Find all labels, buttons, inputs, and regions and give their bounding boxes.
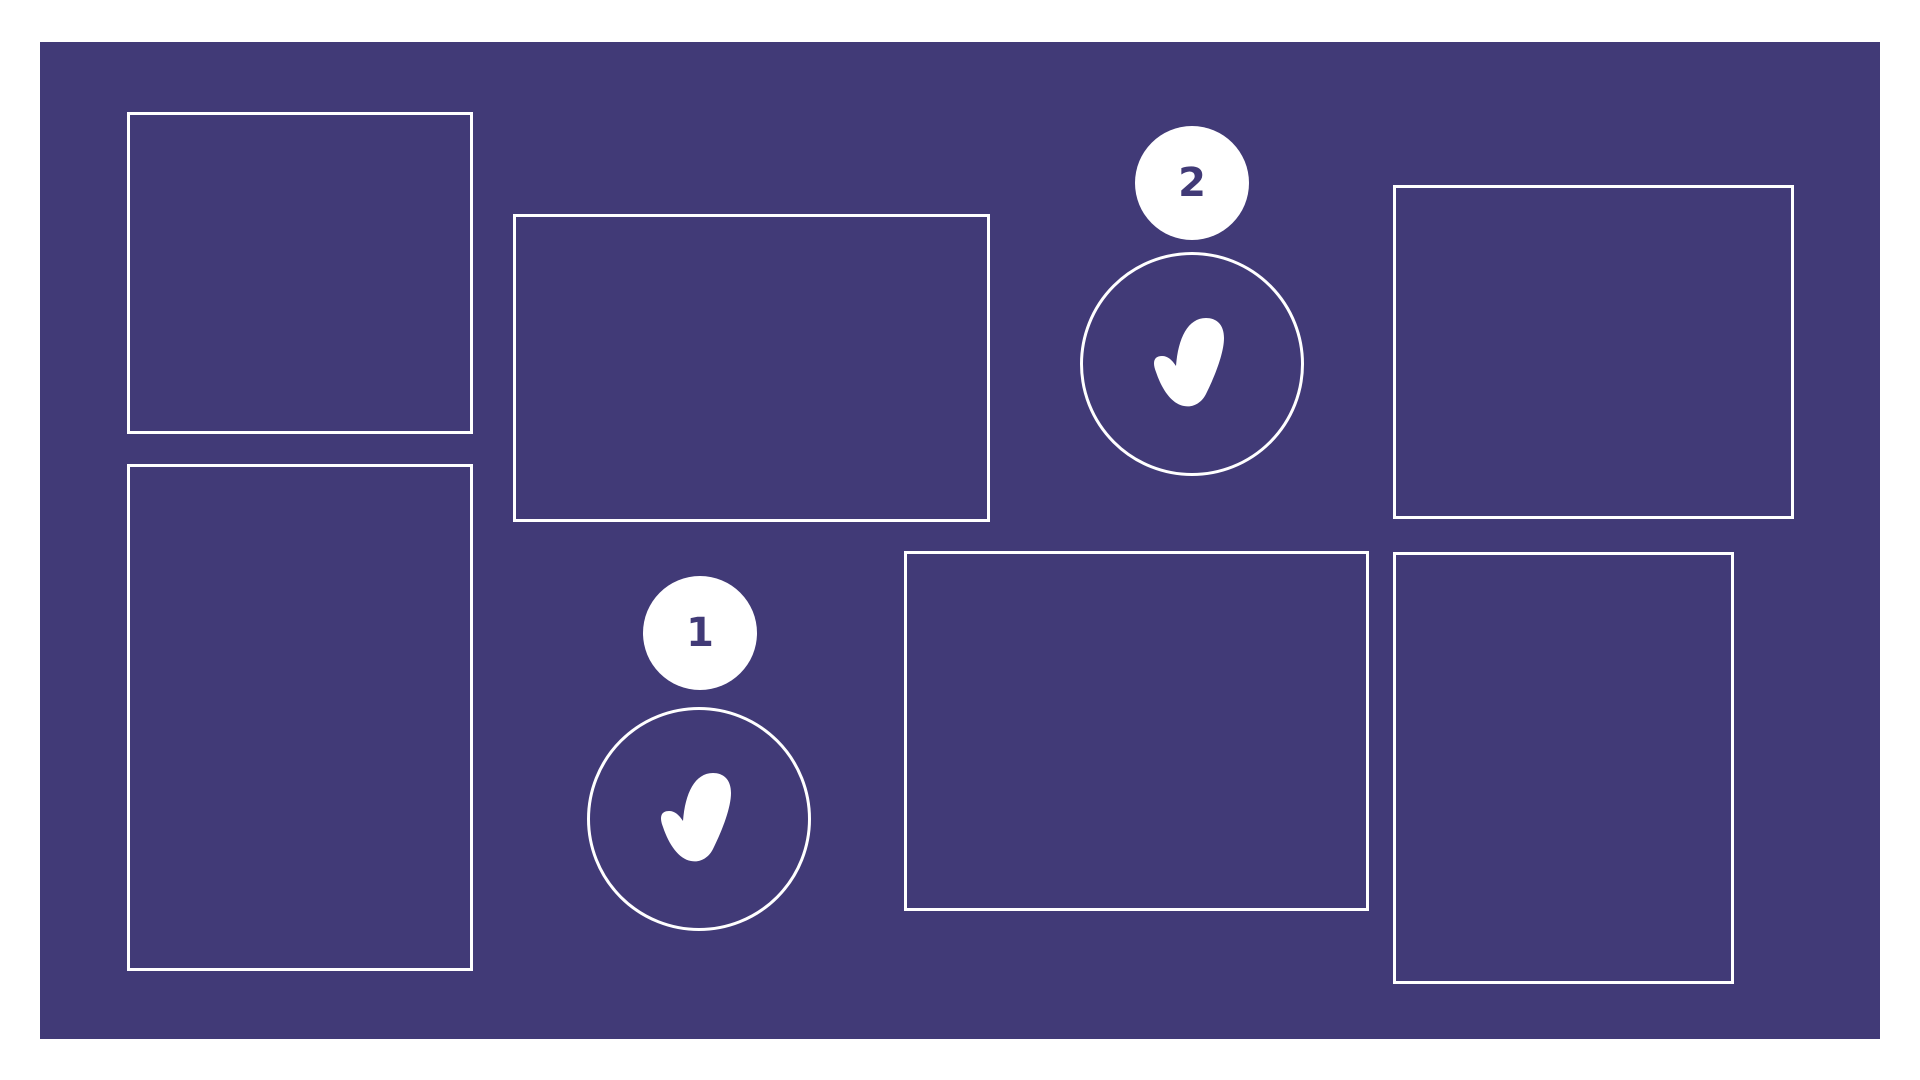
frame-bottom-center[interactable] — [904, 551, 1369, 911]
frame-top-middle[interactable] — [513, 214, 990, 522]
frame-top-left[interactable] — [127, 112, 473, 434]
step-badge-1: 1 — [643, 576, 757, 690]
check-target-1[interactable] — [587, 707, 811, 931]
frame-top-right[interactable] — [1393, 185, 1794, 519]
checkmark-icon — [1154, 318, 1224, 407]
step-badge-2: 2 — [1135, 126, 1249, 240]
step-number-2: 2 — [1178, 160, 1206, 206]
frame-bottom-right[interactable] — [1393, 552, 1734, 984]
workspace-canvas: 2 1 — [40, 42, 1880, 1039]
check-target-2[interactable] — [1080, 252, 1304, 476]
frame-bottom-left[interactable] — [127, 464, 473, 971]
checkmark-icon — [661, 773, 731, 862]
step-number-1: 1 — [686, 610, 714, 656]
